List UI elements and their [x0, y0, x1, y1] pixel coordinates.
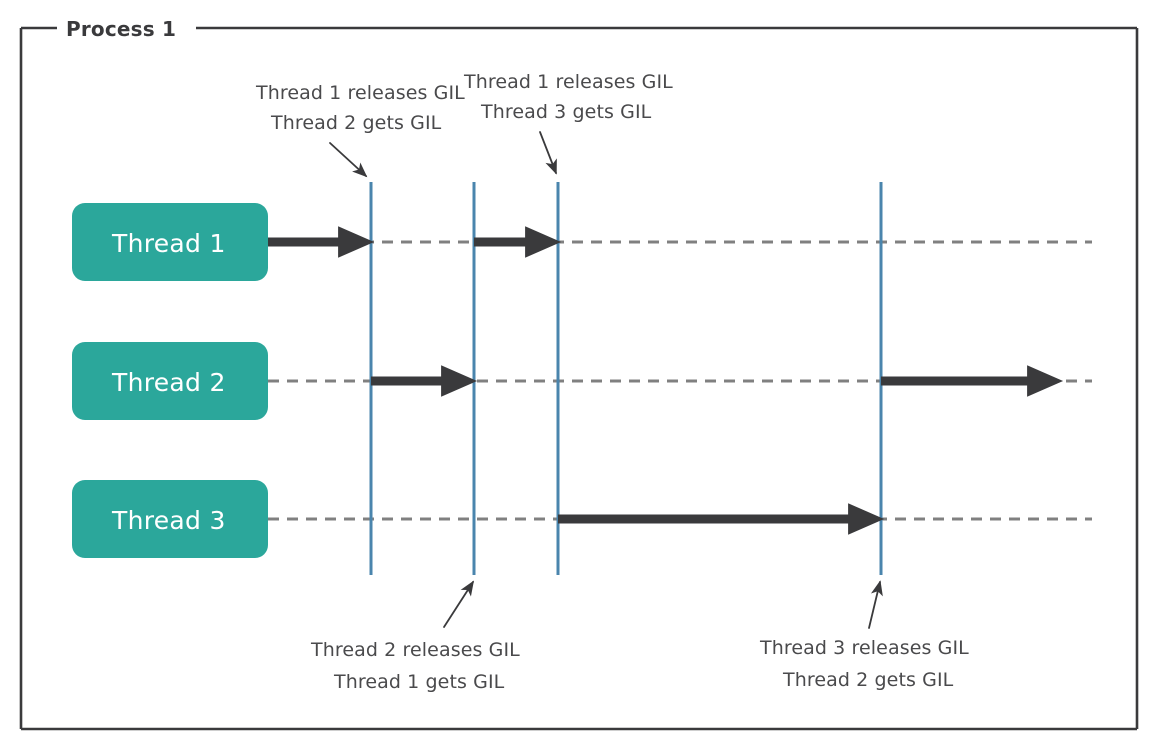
thread-box-rect-3	[72, 480, 268, 558]
process-frame: Process 1	[19, 17, 1139, 731]
thread-box-label-2: Thread 2	[111, 368, 226, 397]
thread-box-thread-2[interactable]: Thread 2	[72, 342, 268, 420]
annotation-top-right-line-2: Thread 3 gets GIL	[480, 101, 652, 123]
annotation-top-left-line-2: Thread 2 gets GIL	[270, 112, 442, 134]
annotation-top-right: Thread 1 releases GIL Thread 3 gets GIL	[463, 71, 673, 175]
annotation-top-left-pointer	[329, 142, 368, 178]
annotation-bottom-right: Thread 3 releases GIL Thread 2 gets GIL	[759, 580, 969, 691]
annotation-bottom-right-pointer	[868, 580, 883, 629]
annotation-bottom-left-line-2: Thread 1 gets GIL	[333, 671, 505, 693]
process-title: Process 1	[66, 17, 176, 41]
annotation-bottom-right-line-1: Thread 3 releases GIL	[759, 637, 969, 659]
thread-box-thread-3[interactable]: Thread 3	[72, 480, 268, 558]
annotation-bottom-left-line-1: Thread 2 releases GIL	[310, 639, 520, 661]
thread-box-label-3: Thread 3	[111, 506, 226, 535]
thread-box-rect-2	[72, 342, 268, 420]
annotation-bottom-left-pointer	[443, 580, 474, 628]
annotation-top-left-line-1: Thread 1 releases GIL	[255, 82, 465, 104]
annotation-top-right-line-1: Thread 1 releases GIL	[463, 71, 673, 93]
thread-box-thread-1[interactable]: Thread 1	[72, 203, 268, 281]
thread-box-label-1: Thread 1	[111, 229, 226, 258]
annotation-bottom-left: Thread 2 releases GIL Thread 1 gets GIL	[310, 580, 520, 693]
annotation-top-left: Thread 1 releases GIL Thread 2 gets GIL	[255, 82, 465, 178]
thread-box-rect-1	[72, 203, 268, 281]
annotation-top-right-pointer	[539, 131, 557, 175]
annotation-bottom-right-line-2: Thread 2 gets GIL	[782, 669, 954, 691]
execution-segments-group	[268, 226, 1064, 535]
